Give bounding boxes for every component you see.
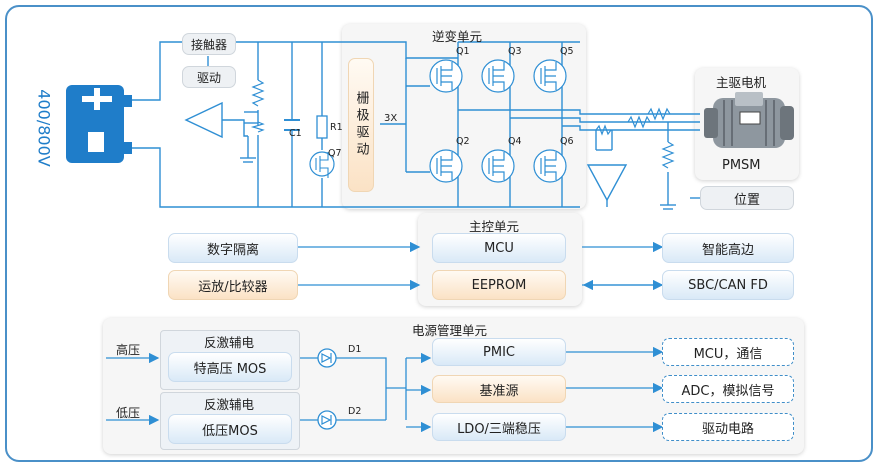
q1-label: Q1 xyxy=(456,46,470,57)
sbc-can-fd-box: SBC/CAN FD xyxy=(662,270,794,300)
motor-type-label: PMSM xyxy=(722,158,761,173)
position-sensor-box: 位置 xyxy=(700,186,794,210)
gate-driver-box: 栅极驱动 xyxy=(348,58,374,192)
inverter-title: 逆变单元 xyxy=(432,29,483,44)
drive-circuit-output: 驱动电路 xyxy=(662,413,794,441)
opamp-comparator-box: 运放/比较器 xyxy=(168,270,298,300)
gate-count-label: 3X xyxy=(384,113,398,124)
contactor-driver-box: 驱动 xyxy=(182,66,236,88)
resistor-label: R1 xyxy=(330,122,343,133)
motor-image xyxy=(704,92,794,148)
q2-label: Q2 xyxy=(456,136,470,147)
hv-input-label: 高压 xyxy=(116,343,141,357)
battery-voltage-label: 400/800V xyxy=(34,89,54,167)
outer-frame xyxy=(5,5,873,462)
power-mgmt-title: 电源管理单元 xyxy=(412,323,488,338)
control-title: 主控单元 xyxy=(469,219,520,234)
diode-d1-label: D1 xyxy=(348,344,362,355)
lv-mos-box: 低压MOS xyxy=(168,414,292,444)
q3-label: Q3 xyxy=(508,46,522,57)
uhv-mos-box: 特高压 MOS xyxy=(168,352,292,382)
switch-q7-label: Q7 xyxy=(328,148,342,159)
q6-label: Q6 xyxy=(560,136,574,147)
motor-title: 主驱电机 xyxy=(716,75,767,90)
adc-analog-output: ADC，模拟信号 xyxy=(662,375,794,403)
mcu-box: MCU xyxy=(432,233,566,263)
reference-box: 基准源 xyxy=(432,375,566,403)
mcu-comm-output: MCU，通信 xyxy=(662,338,794,366)
flyback-hv-label: 反激辅电 xyxy=(204,335,255,350)
digital-isolation-box: 数字隔离 xyxy=(168,233,298,263)
q5-label: Q5 xyxy=(560,46,574,57)
diode-d2-label: D2 xyxy=(348,406,362,417)
contactor-box: 接触器 xyxy=(182,33,236,55)
q4-label: Q4 xyxy=(508,136,522,147)
flyback-lv-label: 反激辅电 xyxy=(204,397,255,412)
capacitor-label: C1 xyxy=(289,128,302,139)
pmic-box: PMIC xyxy=(432,338,566,366)
lv-input-label: 低压 xyxy=(116,406,141,420)
ldo-box: LDO/三端稳压 xyxy=(432,413,566,441)
smart-high-side-box: 智能高边 xyxy=(662,233,794,263)
eeprom-box: EEPROM xyxy=(432,270,566,300)
